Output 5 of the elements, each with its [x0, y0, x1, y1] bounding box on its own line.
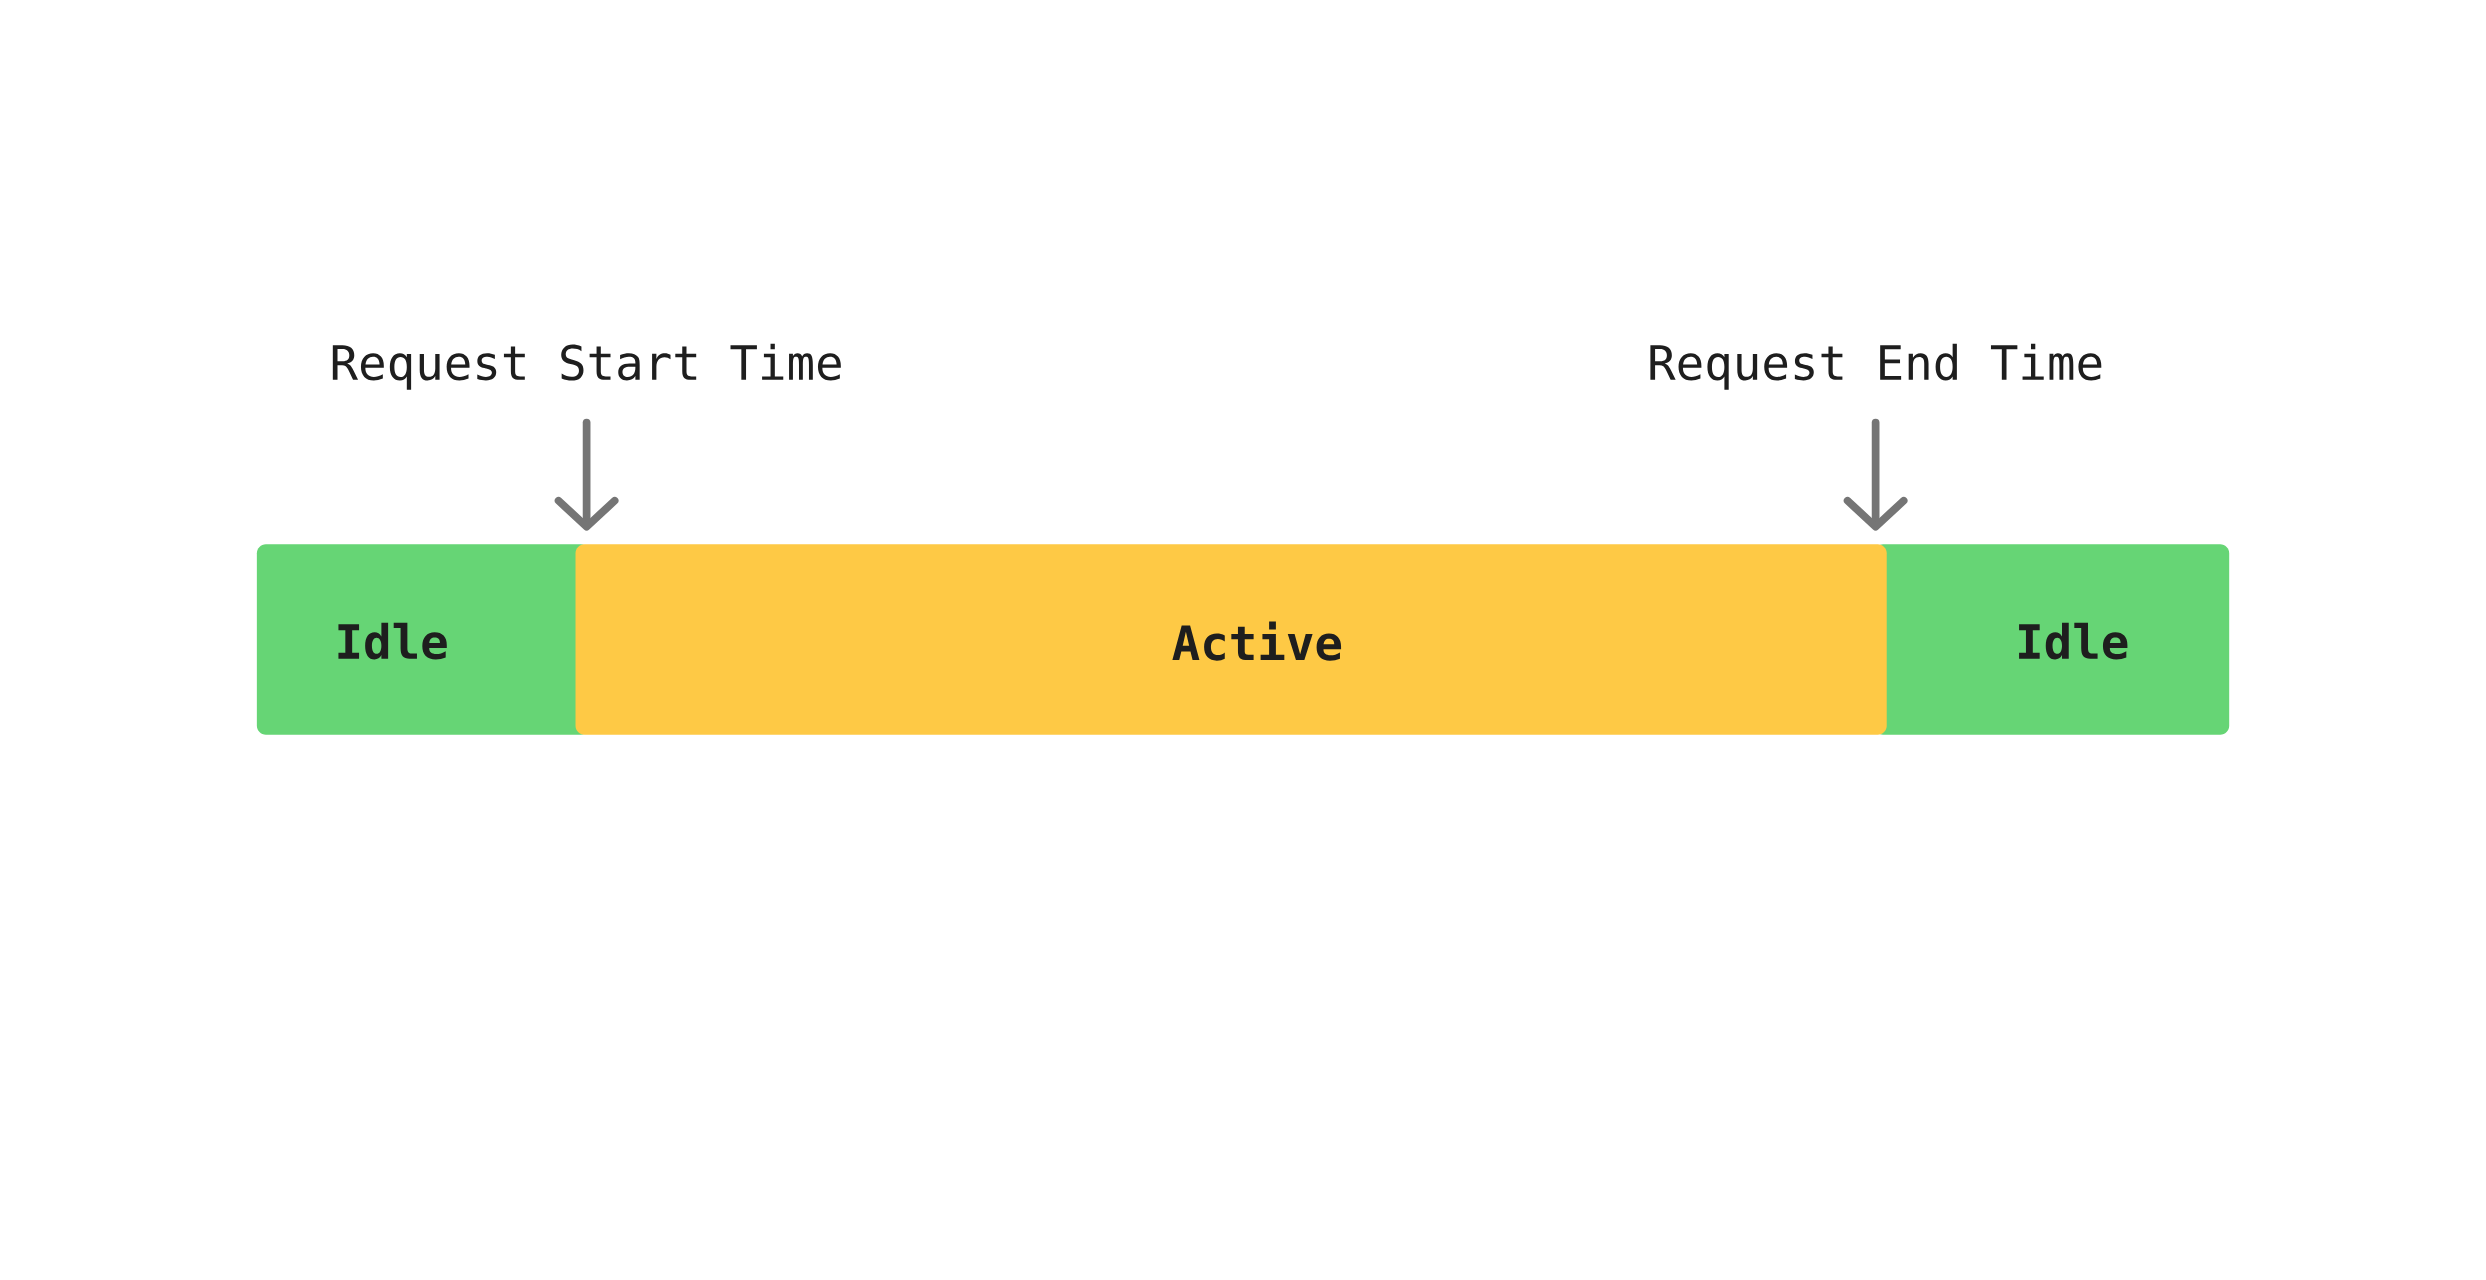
time-label: Request End Time [1650, 343, 2102, 390]
time-label: Request Start Time [332, 343, 841, 390]
idle-segment: Idle [256, 544, 590, 735]
idle-segment: Idle [1874, 544, 2230, 735]
active-segment: Active [575, 544, 1887, 735]
